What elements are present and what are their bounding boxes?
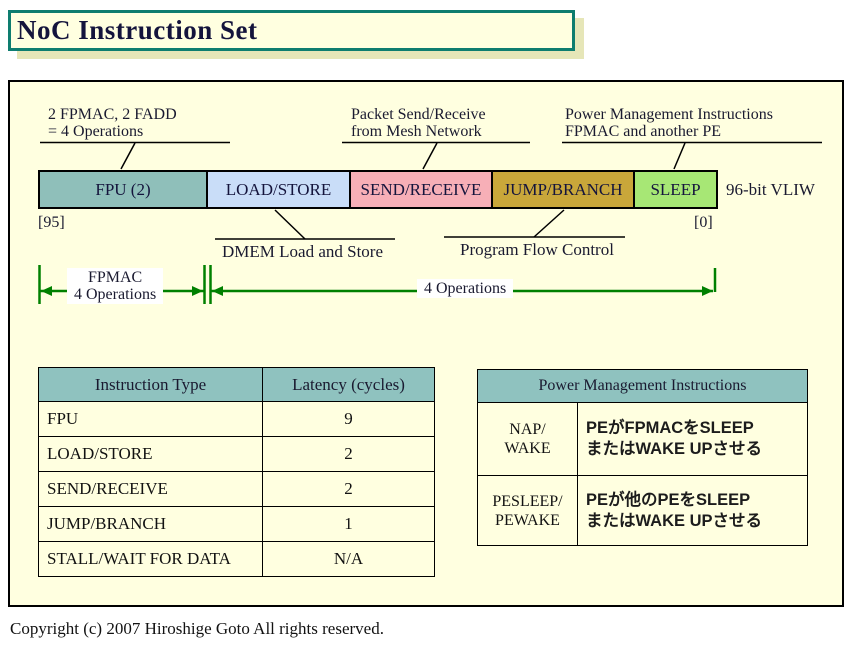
field-sleep: SLEEP bbox=[633, 170, 718, 209]
annotation-power: Power Management Instructions FPMAC and … bbox=[565, 106, 773, 140]
latency-header-row: Instruction Type Latency (cycles) bbox=[38, 367, 435, 402]
field-send-receive: SEND/RECEIVE bbox=[349, 170, 493, 209]
page-title: NoC Instruction Set bbox=[17, 15, 258, 45]
dim-label-fpmac-line2: 4 Operations bbox=[74, 286, 157, 303]
power-desc-line1: PEがFPMACをSLEEP bbox=[586, 419, 754, 437]
latency-type-stall: STALL/WAIT FOR DATA bbox=[38, 541, 263, 577]
latency-value-stall: N/A bbox=[262, 541, 435, 577]
table-row: LOAD/STORE 2 bbox=[38, 436, 435, 472]
table-row: SEND/RECEIVE 2 bbox=[38, 471, 435, 507]
arrowhead-left-2 bbox=[212, 286, 223, 296]
annotation-packet-line1: Packet Send/Receive bbox=[351, 106, 486, 123]
annotation-fpmac: 2 FPMAC, 2 FADD = 4 Operations bbox=[48, 106, 177, 140]
field-fpu: FPU (2) bbox=[38, 170, 208, 209]
callout-dmem: DMEM Load and Store bbox=[222, 242, 384, 261]
latency-type-send-receive: SEND/RECEIVE bbox=[38, 471, 263, 507]
annotation-power-line2: FPMAC and another PE bbox=[565, 123, 721, 140]
dim-label-ops: 4 Operations bbox=[417, 279, 514, 298]
bit-index-high: [95] bbox=[38, 214, 65, 231]
latency-value-load-store: 2 bbox=[262, 436, 435, 472]
power-term-line2: PEWAKE bbox=[495, 511, 560, 529]
power-desc-nap-wake: PEがFPMACをSLEEP またはWAKE UPさせる bbox=[577, 402, 808, 476]
callout-flow: Program Flow Control bbox=[460, 240, 614, 259]
table-row: JUMP/BRANCH 1 bbox=[38, 506, 435, 542]
annotation-packet: Packet Send/Receive from Mesh Network bbox=[351, 106, 486, 140]
latency-header-type: Instruction Type bbox=[38, 367, 263, 402]
connector-fpu bbox=[120, 142, 136, 170]
power-term-pesleep-pewake: PESLEEP/ PEWAKE bbox=[477, 475, 578, 546]
latency-value-jump-branch: 1 bbox=[262, 506, 435, 542]
dim-label-fpmac: FPMAC 4 Operations bbox=[67, 268, 164, 304]
copyright-notice: Copyright (c) 2007 Hiroshige Goto All ri… bbox=[10, 619, 384, 638]
power-desc-line2: またはWAKE UPさせる bbox=[586, 440, 763, 458]
connector-dmem bbox=[274, 209, 306, 240]
field-load-store: LOAD/STORE bbox=[206, 170, 351, 209]
latency-type-fpu: FPU bbox=[38, 401, 263, 437]
arrowhead-right-1 bbox=[192, 286, 203, 296]
annotation-fpmac-line2: = 4 Operations bbox=[48, 123, 144, 140]
table-row: PESLEEP/ PEWAKE PEが他のPEをSLEEP またはWAKE UP… bbox=[477, 475, 808, 546]
latency-value-send-receive: 2 bbox=[262, 471, 435, 507]
latency-type-jump-branch: JUMP/BRANCH bbox=[38, 506, 263, 542]
power-term-line2: WAKE bbox=[504, 440, 551, 457]
latency-type-load-store: LOAD/STORE bbox=[38, 436, 263, 472]
field-sleep-label: SLEEP bbox=[650, 179, 701, 199]
slide-title-bar: NoC Instruction Set bbox=[8, 10, 575, 51]
vliw-instruction-word: FPU (2) LOAD/STORE SEND/RECEIVE JUMP/BRA… bbox=[38, 170, 718, 209]
power-term-line1: NAP/ bbox=[509, 421, 546, 438]
field-send-receive-label: SEND/RECEIVE bbox=[360, 179, 482, 199]
table-row: STALL/WAIT FOR DATA N/A bbox=[38, 541, 435, 577]
connector-send bbox=[422, 142, 438, 170]
connector-flow bbox=[533, 209, 565, 238]
latency-table: Instruction Type Latency (cycles) FPU 9 … bbox=[38, 367, 435, 577]
power-desc-line2: またはWAKE UPさせる bbox=[586, 511, 763, 530]
power-header-row: Power Management Instructions bbox=[477, 369, 808, 403]
power-desc-pesleep-pewake: PEが他のPEをSLEEP またはWAKE UPさせる bbox=[577, 475, 808, 546]
power-term-nap-wake: NAP/ WAKE bbox=[477, 402, 578, 476]
power-table-header: Power Management Instructions bbox=[477, 369, 808, 403]
arrowhead-right-2 bbox=[702, 286, 713, 296]
bit-index-low: [0] bbox=[694, 214, 713, 231]
dim-label-fpmac-line1: FPMAC bbox=[87, 269, 143, 286]
table-row: FPU 9 bbox=[38, 401, 435, 437]
annotation-power-line1: Power Management Instructions bbox=[565, 106, 773, 123]
latency-value-fpu: 9 bbox=[262, 401, 435, 437]
field-jump-branch-label: JUMP/BRANCH bbox=[503, 179, 623, 199]
slide-content-panel: 2 FPMAC, 2 FADD = 4 Operations Packet Se… bbox=[8, 80, 844, 607]
annotation-fpmac-line1: 2 FPMAC, 2 FADD bbox=[48, 106, 177, 123]
table-row: NAP/ WAKE PEがFPMACをSLEEP またはWAKE UPさせる bbox=[477, 402, 808, 476]
power-management-table: Power Management Instructions NAP/ WAKE … bbox=[477, 369, 808, 546]
field-jump-branch: JUMP/BRANCH bbox=[491, 170, 635, 209]
field-fpu-label: FPU (2) bbox=[95, 179, 151, 199]
field-load-store-label: LOAD/STORE bbox=[225, 179, 332, 199]
connector-sleep bbox=[673, 142, 686, 170]
vliw-width-label: 96-bit VLIW bbox=[726, 180, 815, 199]
power-term-line1: PESLEEP/ bbox=[492, 492, 563, 510]
annotation-packet-line2: from Mesh Network bbox=[351, 123, 482, 140]
arrowhead-left-1 bbox=[41, 286, 52, 296]
power-desc-line1: PEが他のPEをSLEEP bbox=[586, 490, 751, 509]
latency-header-cycles: Latency (cycles) bbox=[262, 367, 435, 402]
